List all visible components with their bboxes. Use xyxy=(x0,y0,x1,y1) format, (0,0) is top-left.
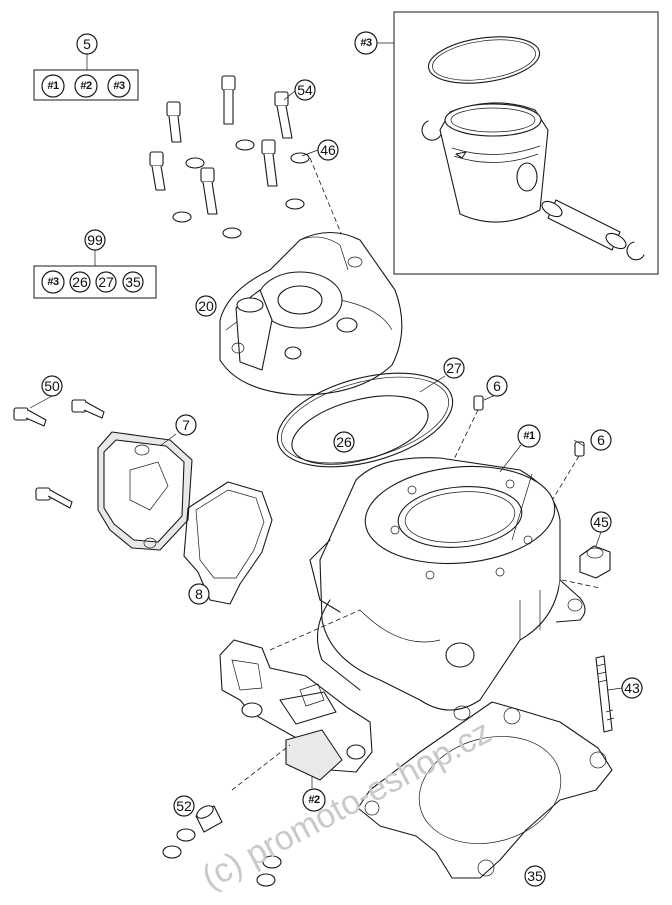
svg-text:6: 6 xyxy=(597,432,605,448)
callout-nut-45: 45 xyxy=(590,511,612,533)
svg-text:#2: #2 xyxy=(80,80,92,92)
svg-text:7: 7 xyxy=(182,417,190,433)
svg-text:#1: #1 xyxy=(523,430,535,442)
bushing xyxy=(162,845,182,859)
cylinder-head xyxy=(219,232,403,396)
svg-text:#1: #1 xyxy=(47,80,59,92)
callout-kit99-item: 35 xyxy=(122,271,144,293)
cylinder-base-gasket xyxy=(357,701,613,879)
bolt xyxy=(166,101,182,143)
piston-pin xyxy=(541,199,627,251)
washer xyxy=(235,139,255,151)
callout-kit99-item: #3 xyxy=(41,270,65,294)
bushing xyxy=(176,828,196,842)
head-bolts xyxy=(149,75,351,256)
cylinder-stud xyxy=(595,655,615,733)
svg-text:#3: #3 xyxy=(113,80,125,92)
washer xyxy=(185,157,205,169)
bolt xyxy=(261,139,278,187)
svg-text:46: 46 xyxy=(320,142,336,158)
washer xyxy=(290,152,310,164)
cylinder xyxy=(309,457,586,721)
bolt xyxy=(200,167,218,215)
washer xyxy=(285,198,305,210)
callout-pin-left: 6 xyxy=(486,375,508,397)
callout-piston-kit: #3 xyxy=(354,31,378,55)
callout-cover-7: 7 xyxy=(175,414,197,436)
svg-text:#3: #3 xyxy=(360,37,372,49)
callout-kit5-item: #1 xyxy=(41,74,65,98)
o-ring-small xyxy=(291,395,429,465)
exhaust-cover xyxy=(97,431,193,551)
svg-text:52: 52 xyxy=(176,798,192,814)
control-bolts xyxy=(162,805,282,887)
callout-kit99-item: 27 xyxy=(95,271,117,293)
svg-text:27: 27 xyxy=(446,360,462,376)
svg-text:45: 45 xyxy=(593,514,609,530)
callout-gasket-8: 8 xyxy=(188,583,210,605)
callout-kit99-item: 26 xyxy=(69,271,91,293)
callout-kit-5: 5 xyxy=(76,33,98,55)
svg-text:#2: #2 xyxy=(308,794,320,806)
callout-o-ring-small: 26 xyxy=(333,431,355,453)
svg-text:26: 26 xyxy=(72,274,88,290)
bolt xyxy=(274,91,293,139)
washer xyxy=(172,211,192,223)
callout-bolt-50: 50 xyxy=(41,375,63,397)
leader-lines xyxy=(29,42,623,788)
exhaust-control-assembly xyxy=(219,639,373,781)
svg-text:6: 6 xyxy=(493,378,501,394)
svg-text:8: 8 xyxy=(195,586,203,602)
piston-kit-inset xyxy=(393,11,659,275)
svg-text:35: 35 xyxy=(125,274,141,290)
svg-text:99: 99 xyxy=(87,232,103,248)
svg-text:20: 20 xyxy=(198,298,214,314)
circlip-right xyxy=(626,241,645,261)
svg-text:35: 35 xyxy=(527,868,543,884)
callout-base-gasket: 35 xyxy=(524,865,546,887)
svg-text:26: 26 xyxy=(336,434,352,450)
cylinder-nut xyxy=(579,545,611,579)
cover-gasket xyxy=(183,481,273,605)
callout-cylinder: #1 xyxy=(517,424,541,448)
dowel-pin xyxy=(473,395,484,411)
piston-ring xyxy=(427,36,541,84)
circlip-left xyxy=(421,120,443,141)
svg-text:50: 50 xyxy=(44,378,60,394)
svg-text:43: 43 xyxy=(624,680,640,696)
svg-text:54: 54 xyxy=(297,82,313,98)
callout-kit5-item: #2 xyxy=(74,74,98,98)
o-ring-large xyxy=(276,372,454,468)
callout-kit-99: 99 xyxy=(84,229,106,251)
callout-kit5-item: #3 xyxy=(107,74,131,98)
bolt xyxy=(149,151,166,191)
callout-stud-43: 43 xyxy=(621,677,643,699)
bolt xyxy=(221,75,236,125)
callout-head-bolt: 54 xyxy=(294,79,316,101)
washer xyxy=(222,227,242,239)
svg-text:27: 27 xyxy=(98,274,114,290)
callout-bolt-52: 52 xyxy=(173,795,195,817)
bushing xyxy=(256,873,276,887)
bushing xyxy=(262,855,282,869)
cover-bolts xyxy=(13,399,105,509)
callout-cylinder-head: 20 xyxy=(195,295,217,317)
svg-text:#3: #3 xyxy=(47,276,59,288)
callout-exhaust-control: #2 xyxy=(302,788,326,812)
callout-o-ring-large: 27 xyxy=(443,357,465,379)
svg-text:5: 5 xyxy=(83,36,91,52)
callout-pin-right: 6 xyxy=(590,429,612,451)
piston xyxy=(439,102,549,223)
dowel-pin xyxy=(574,441,585,457)
callout-washer: 46 xyxy=(317,139,339,161)
